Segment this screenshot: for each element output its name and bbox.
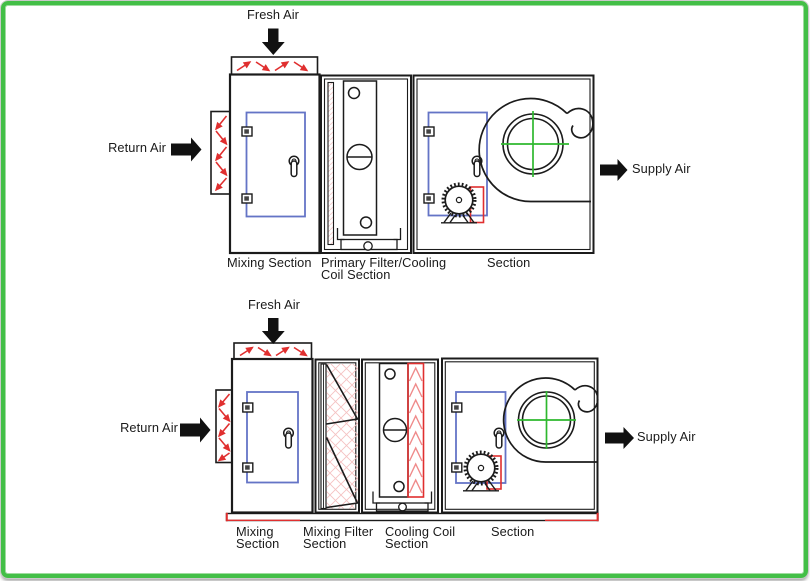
return-air-label: Return Air bbox=[120, 420, 178, 435]
access-door bbox=[241, 111, 306, 218]
damper-airflow-arrows-icon bbox=[236, 61, 309, 72]
diagram-bottom-unit bbox=[180, 318, 634, 522]
filter-strip bbox=[327, 81, 335, 246]
section-label-mixing: Mixing Section bbox=[227, 255, 312, 270]
access-door bbox=[242, 391, 299, 484]
door-hinge-icon bbox=[451, 402, 463, 473]
fan-crosshair-icon bbox=[501, 111, 569, 177]
fan-scroll bbox=[502, 377, 599, 463]
door-handle-icon bbox=[282, 427, 295, 449]
mixing-section-box bbox=[215, 357, 314, 514]
drain-pan bbox=[372, 491, 433, 512]
damper-airflow-arrows-icon bbox=[214, 115, 228, 192]
mixing-filter-box bbox=[314, 358, 360, 514]
base-rail bbox=[225, 512, 599, 522]
supply-air-arrow-icon bbox=[605, 427, 634, 449]
fresh-air-damper bbox=[233, 342, 313, 360]
diagram-top-unit bbox=[171, 28, 628, 255]
section-label-primary-filter: Primary Filter/Cooling Coil Section bbox=[321, 255, 447, 282]
coil-panel bbox=[342, 80, 378, 236]
return-air-arrow-icon bbox=[180, 417, 211, 443]
filter-chevrons bbox=[325, 364, 359, 509]
section-label-fan: Section bbox=[491, 524, 535, 539]
cooling-coil-box bbox=[361, 358, 439, 514]
access-door bbox=[451, 391, 507, 484]
mixing-section-box bbox=[210, 73, 321, 255]
supply-air-arrow-icon bbox=[600, 159, 628, 181]
door-handle-icon bbox=[288, 155, 300, 178]
section-label-fan: Section bbox=[487, 255, 531, 270]
coil-panel bbox=[378, 362, 409, 498]
door-handle-icon bbox=[493, 427, 505, 449]
section-label-cooling-coil: Cooling Coil Section bbox=[385, 524, 456, 551]
door-hinge-icon bbox=[241, 126, 253, 204]
return-air-arrow-icon bbox=[171, 137, 202, 162]
return-air-damper bbox=[210, 110, 231, 195]
return-air-damper bbox=[215, 389, 233, 464]
filter-media-lattice bbox=[326, 364, 358, 509]
damper-airflow-arrows-icon bbox=[239, 346, 308, 357]
fan-scroll bbox=[478, 97, 594, 203]
coil-chevron-strip bbox=[407, 362, 425, 498]
door-hinge-icon bbox=[423, 126, 435, 204]
supply-air-label: Supply Air bbox=[637, 429, 696, 444]
fan-section-box bbox=[412, 74, 595, 254]
section-label-mixing-filter: Mixing Filter Section bbox=[303, 524, 374, 551]
return-air-label: Return Air bbox=[108, 140, 166, 155]
fresh-air-damper bbox=[230, 56, 319, 76]
fan-section-box bbox=[441, 357, 599, 514]
fresh-air-arrow-icon bbox=[261, 318, 285, 344]
supply-air-label: Supply Air bbox=[632, 161, 691, 176]
motor-pulley-icon bbox=[463, 450, 499, 492]
fan-crosshair-icon bbox=[517, 391, 576, 449]
primary-filter-coil-box bbox=[320, 74, 412, 254]
motor-pulley-icon bbox=[441, 182, 477, 224]
damper-airflow-arrows-icon bbox=[217, 393, 231, 462]
door-hinge-icon bbox=[242, 402, 254, 473]
section-label-mixing: Mixing Section bbox=[236, 524, 280, 551]
fresh-air-label: Fresh Air bbox=[246, 7, 300, 22]
fresh-air-arrow-icon bbox=[261, 28, 285, 55]
fresh-air-label: Fresh Air bbox=[247, 297, 301, 312]
drain-pan bbox=[336, 228, 402, 251]
access-door bbox=[423, 111, 488, 217]
